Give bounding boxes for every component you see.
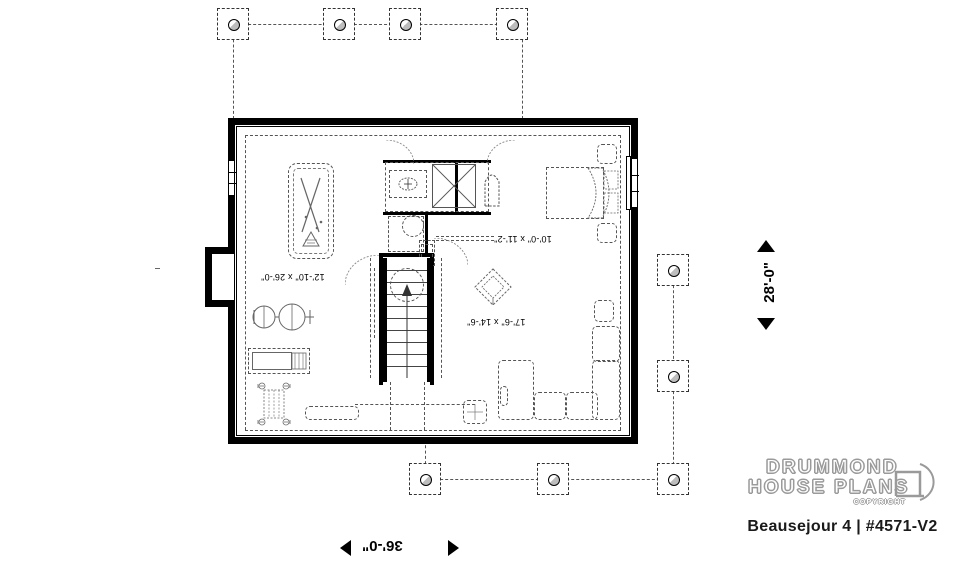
side-table <box>594 300 614 322</box>
deck-post-footing <box>657 254 689 286</box>
vanity-counter <box>389 170 427 198</box>
water-heater <box>402 215 424 237</box>
dimension-bottom: 36'-0" <box>340 536 470 560</box>
dimension-bottom-label: 36'-0" <box>362 537 403 554</box>
window-right-upper <box>631 158 639 208</box>
beam-line-lower-center <box>355 404 475 405</box>
deck-beam-line-top-right-drop <box>522 24 523 119</box>
dimension-right: 28'-0" <box>748 240 792 330</box>
deck-post-footing <box>323 8 355 40</box>
deck-post-footing <box>496 8 528 40</box>
post-pin-icon <box>420 474 432 486</box>
brand-logo: DRUMMOND HOUSE PLANS COPYRIGHT <box>748 457 948 518</box>
framing-outline-top <box>385 162 489 212</box>
stair-note-line <box>374 268 375 338</box>
shower-drain-icon <box>432 164 476 208</box>
deck-beam-line-top <box>233 24 523 25</box>
beam-line-lower-vertical-2 <box>424 382 425 430</box>
exterior-wall-inner-line <box>236 126 630 436</box>
joist-line-upper-right <box>436 236 494 237</box>
sectional-sofa <box>566 392 598 420</box>
interior-wall-bath-bottom <box>383 212 491 215</box>
interior-wall-stair-head <box>379 253 434 257</box>
arrow-down-icon <box>757 318 775 330</box>
interior-wall-bath-vertical <box>455 160 458 213</box>
room-label-family-room: 17'-6" x 14'-6" <box>467 317 526 327</box>
toilet <box>484 174 500 207</box>
window-right-upper-sill <box>626 156 631 210</box>
sectional-sofa <box>592 360 620 420</box>
room-label-bedroom: 10'-0" x 11'-2" <box>494 234 552 244</box>
shower-stall <box>432 164 476 208</box>
brand-line-1: DRUMMOND <box>766 457 899 478</box>
deck-beam-line-bottom-left-riser <box>425 440 426 480</box>
post-pin-icon <box>334 19 346 31</box>
interior-wall-hall-vertical <box>425 215 428 255</box>
reference-tick <box>155 268 160 269</box>
door-swing-rec <box>345 255 379 285</box>
dimension-right-label: 28'-0" <box>761 262 778 303</box>
pool-cue-icon <box>300 177 323 247</box>
storage-cabinet <box>305 406 359 420</box>
vanity-sink-icon <box>398 177 418 191</box>
pool-table-felt <box>293 168 329 254</box>
post-pin-icon <box>400 19 412 31</box>
armchair <box>474 268 512 306</box>
deck-beam-line-top-left-drop <box>233 24 234 119</box>
left-wall-bumpout-opening <box>224 254 234 300</box>
nightstand <box>597 144 617 164</box>
door-swing-hall <box>487 140 515 164</box>
slab-edge-right <box>620 135 621 430</box>
sectional-sofa <box>534 392 566 420</box>
deck-post-footing <box>409 463 441 495</box>
sectional-sofa-arm <box>500 386 508 406</box>
interior-wall-bath-top <box>383 160 491 163</box>
post-pin-icon <box>668 265 680 277</box>
desk-top <box>252 352 292 370</box>
coffee-table-detail-icon <box>467 404 483 420</box>
coffee-table <box>463 400 487 424</box>
bed <box>546 167 604 219</box>
post-pin-icon <box>668 474 680 486</box>
desk-chair-icon <box>291 352 307 370</box>
house-plans-logo-icon <box>894 463 935 501</box>
post-pin-icon <box>228 19 240 31</box>
dining-table <box>257 382 291 426</box>
stair-landing-circle <box>390 268 424 302</box>
stairwell-dash-left <box>370 258 371 378</box>
stair-stringer-left <box>381 258 387 382</box>
nightstand <box>597 223 617 243</box>
slab-edge-bottom <box>245 430 621 431</box>
arrow-up-icon <box>757 240 775 252</box>
window-left-upper <box>228 160 236 196</box>
deck-post-footing <box>537 463 569 495</box>
sectional-sofa <box>592 326 620 362</box>
stair-stringer-right <box>427 258 433 382</box>
bed-pillows-icon <box>587 167 619 219</box>
plan-title: Beausejour 4 | #4571-V2 <box>747 518 938 535</box>
door-swing-bath <box>386 140 414 164</box>
joist-line-upper-right-2 <box>436 240 494 241</box>
deck-post-footing <box>657 360 689 392</box>
deck-post-footing <box>217 8 249 40</box>
beam-line-lower-vertical <box>390 382 391 430</box>
post-pin-icon <box>668 371 680 383</box>
arrow-right-icon <box>448 540 459 556</box>
bar-stool-set <box>252 303 314 331</box>
deck-post-footing <box>657 463 689 495</box>
slab-edge-left <box>245 135 246 430</box>
desk <box>248 348 310 374</box>
post-pin-icon <box>548 474 560 486</box>
brand-line-2: HOUSE PLANS <box>748 477 910 498</box>
room-label-recreation-garage: 12'-10" x 26'-0" <box>261 272 325 282</box>
pool-table <box>288 163 334 259</box>
arrow-left-icon <box>340 540 351 556</box>
brand-copyright: COPYRIGHT <box>853 499 906 506</box>
stairwell-dash-right <box>441 258 442 378</box>
door-swing-bedroom <box>434 238 468 266</box>
post-pin-icon <box>507 19 519 31</box>
sectional-sofa <box>498 360 534 420</box>
slab-edge-top <box>245 135 621 136</box>
deck-post-footing <box>389 8 421 40</box>
